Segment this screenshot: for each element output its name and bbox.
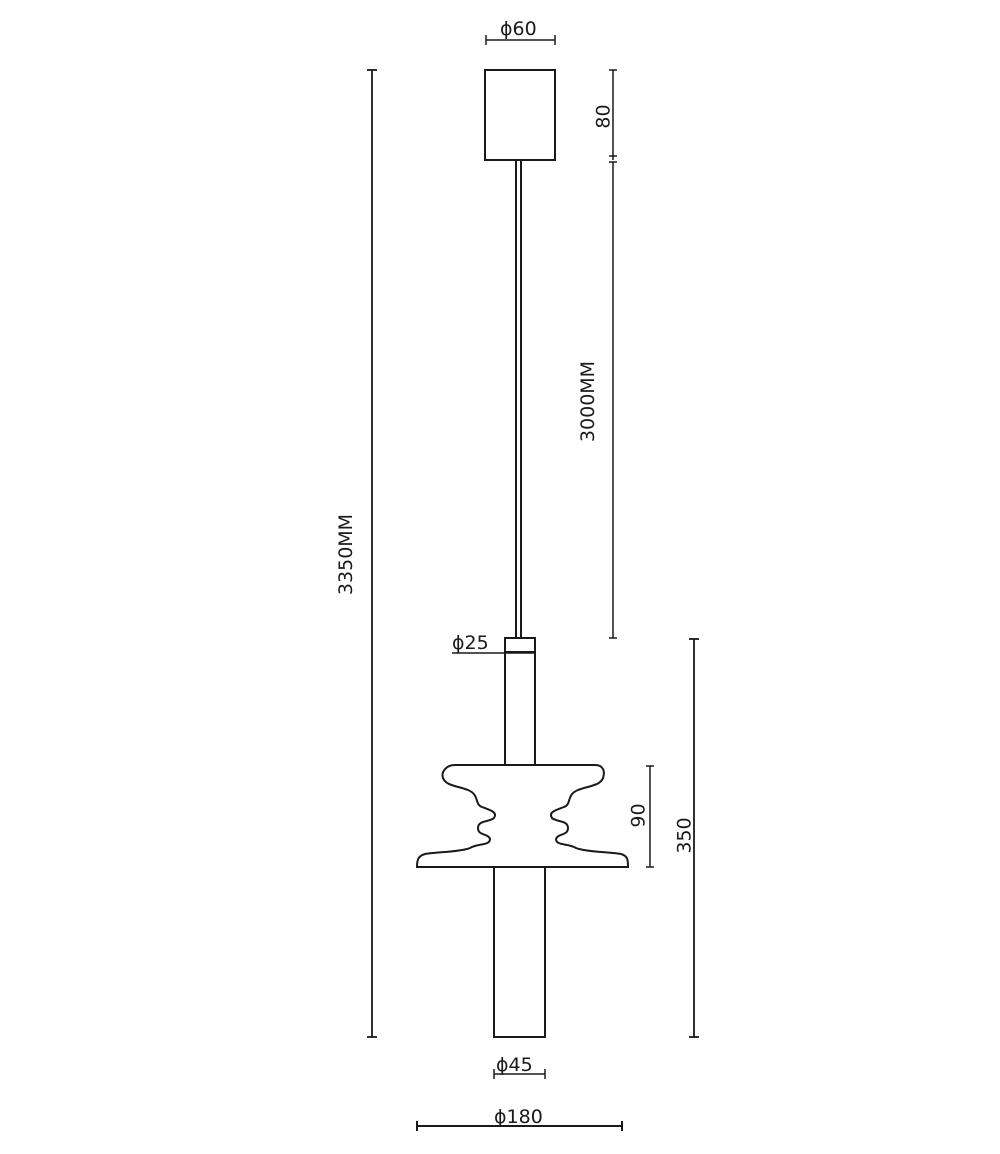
label-lamp-body-height: 350 <box>673 817 696 854</box>
label-connector-diameter: ϕ25 <box>452 632 489 654</box>
connector <box>504 637 536 653</box>
dim-overall-height <box>367 69 377 1038</box>
dim-canopy-diameter <box>485 35 556 45</box>
dim-shade-height <box>646 765 654 868</box>
label-shade-diameter: ϕ180 <box>494 1106 543 1128</box>
label-canopy-diameter: ϕ60 <box>500 18 537 40</box>
canopy <box>484 69 556 161</box>
label-tube-diameter: ϕ45 <box>496 1054 533 1076</box>
dim-tube-diameter <box>493 1069 546 1079</box>
dim-cord-length <box>609 162 617 639</box>
label-canopy-height: 80 <box>592 104 615 129</box>
shade <box>415 764 630 868</box>
label-cord-length: 3000MM <box>577 360 600 443</box>
lower-tube <box>493 866 546 1038</box>
label-shade-height: 90 <box>627 803 650 828</box>
dim-lamp-body-height <box>689 638 699 1038</box>
label-overall-height: 3350MM <box>335 513 358 596</box>
dim-canopy-height <box>609 69 617 163</box>
dim-shade-diameter <box>416 1121 623 1131</box>
